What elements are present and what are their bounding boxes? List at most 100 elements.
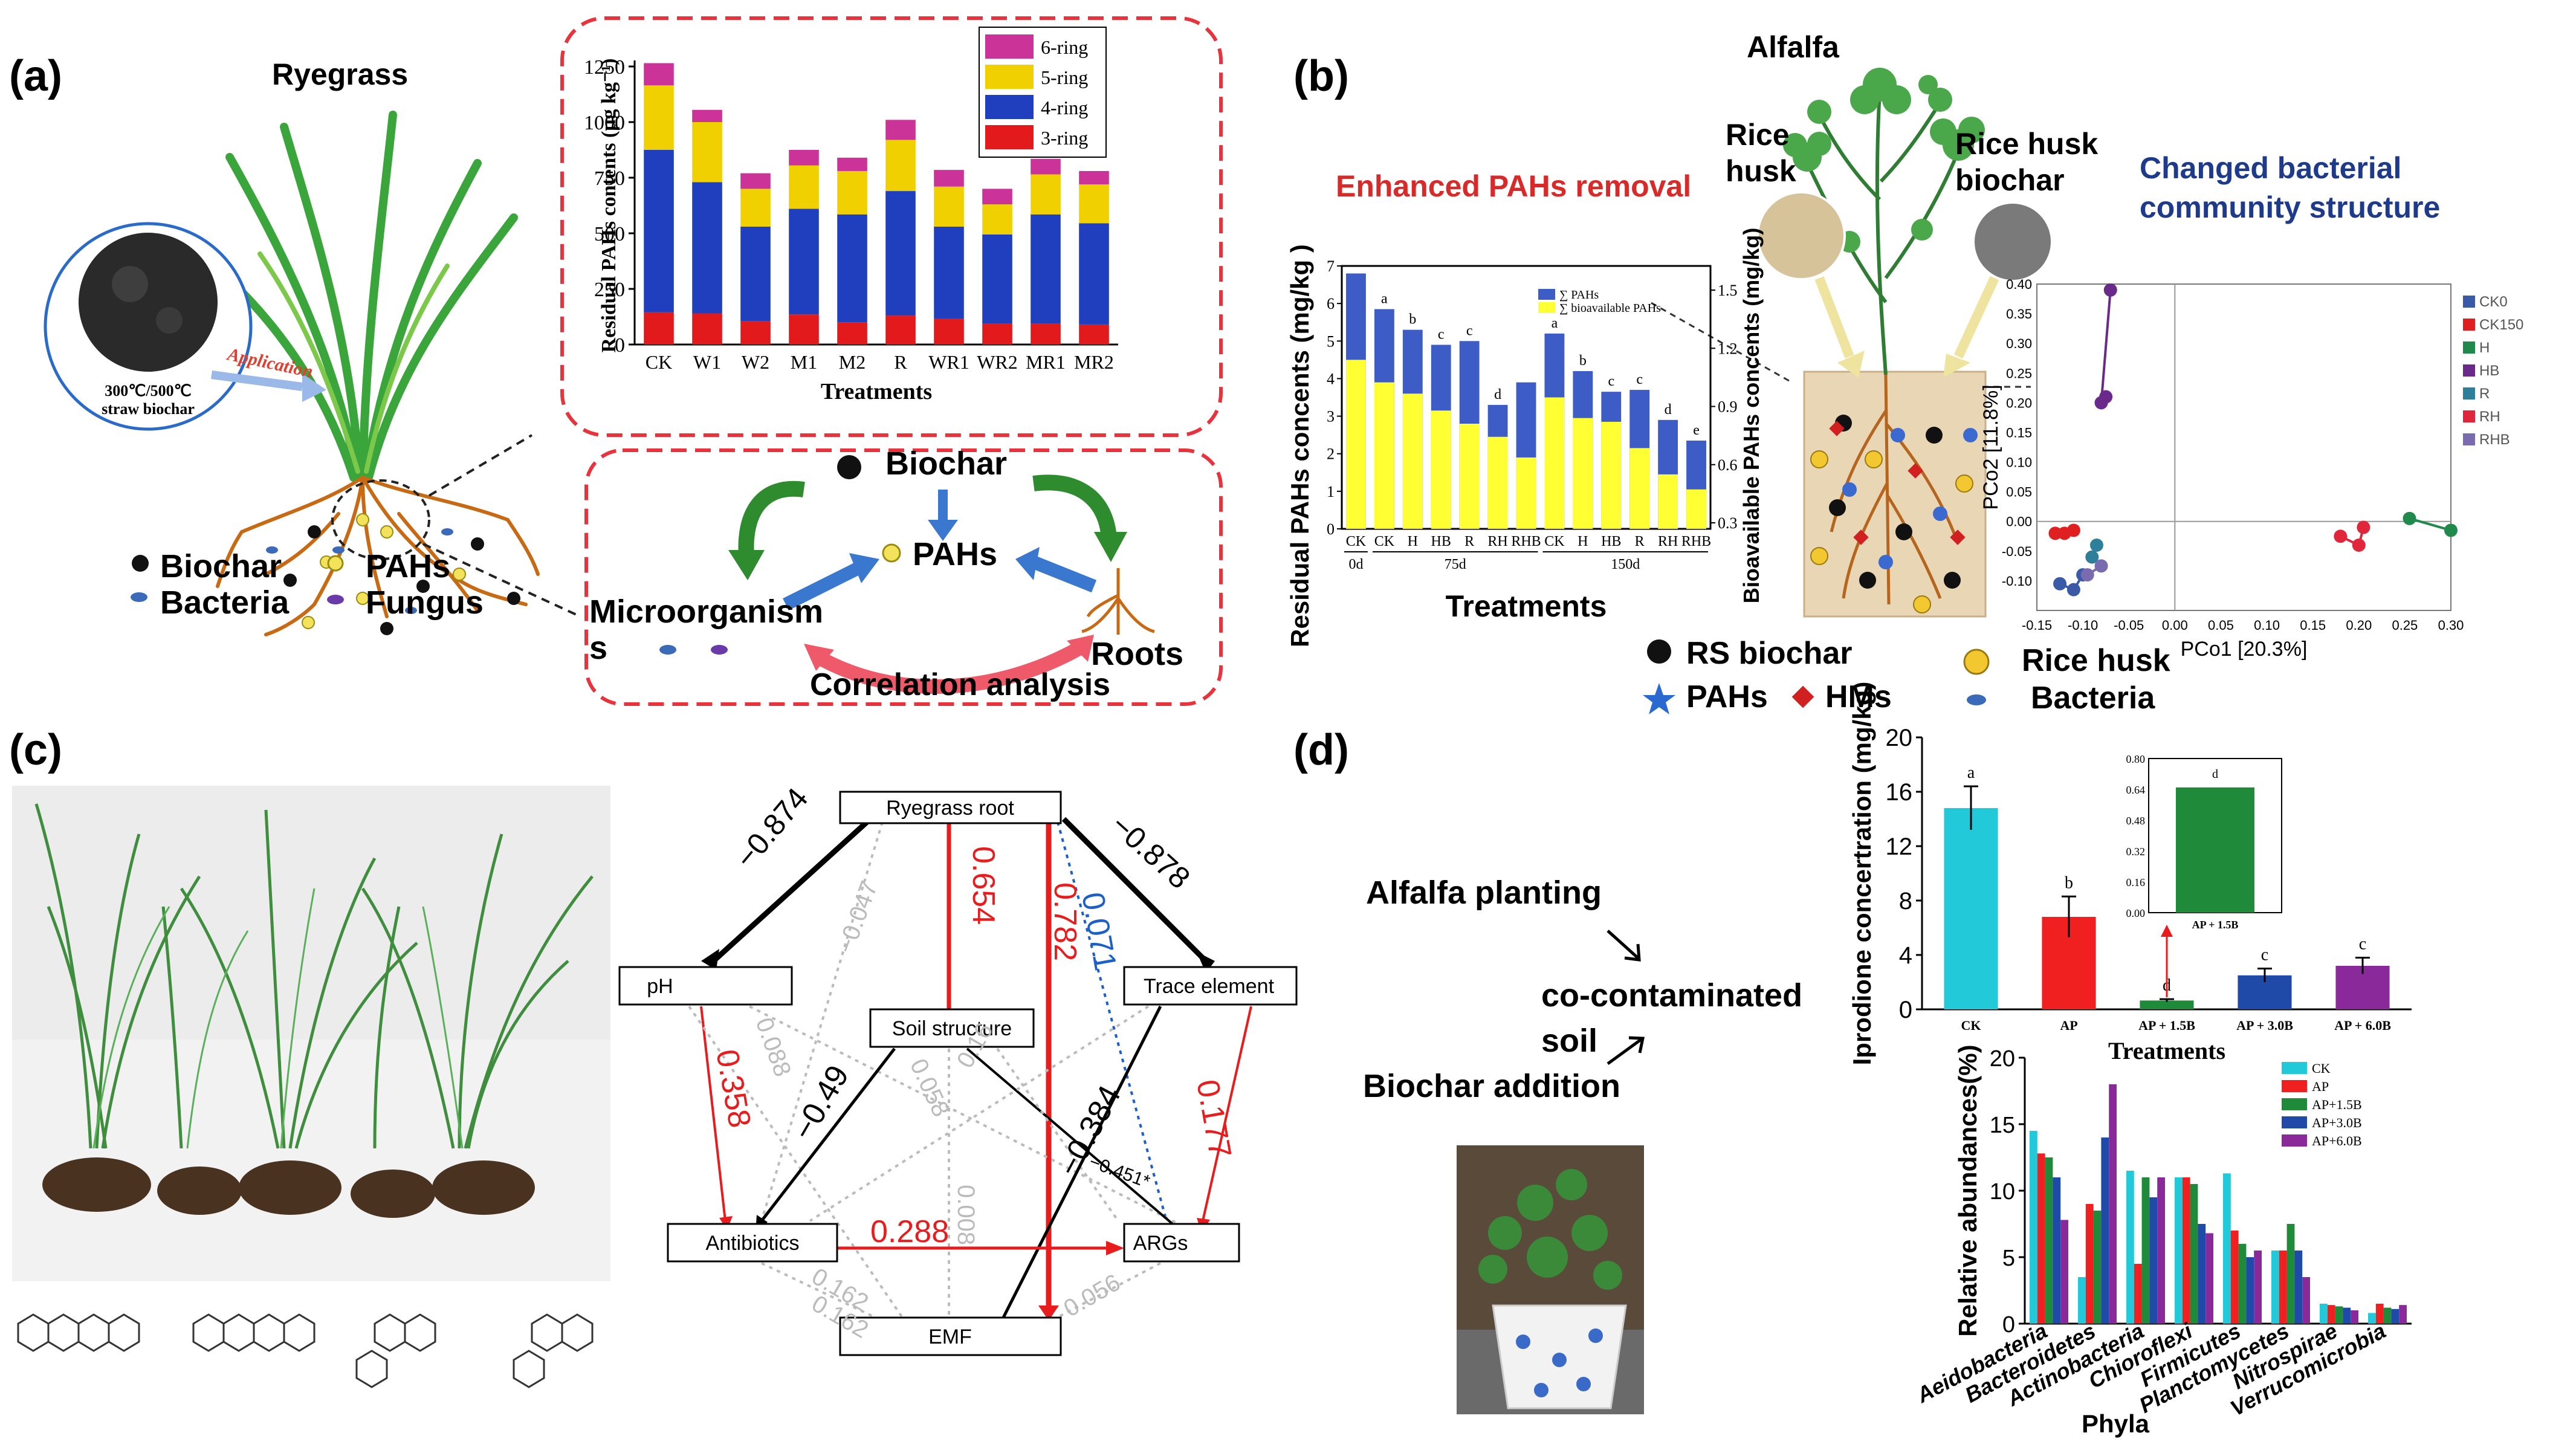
chart-a-bar-6-ring [885, 120, 916, 140]
mech-biochar-label: Biochar [885, 445, 1007, 482]
chart-a-bar-4-ring [1031, 214, 1061, 324]
chart-b-x-tick-label: R [1635, 534, 1645, 549]
chart-a-bar-6-ring [982, 189, 1012, 205]
chart-a-bar-6-ring [789, 150, 819, 166]
chart-d-inset-tick-label: 0.64 [2126, 784, 2146, 796]
hms-legend-icon [1791, 685, 1814, 708]
panel-label-a: (a) [9, 52, 62, 100]
chart-a-bar-3-ring [692, 313, 722, 345]
chart-a-bar-3-ring [644, 312, 674, 345]
chart-phyla-legend-swatch [2282, 1062, 2307, 1074]
chart-d-inset-arrowhead [2161, 925, 2173, 937]
chart-b-letter: c [1466, 323, 1473, 338]
fungus-legend-icon [327, 595, 344, 604]
chart-b-legend-label: ∑ bioavailable PAHs [1559, 302, 1661, 315]
chart-a-x-tick-label: R [894, 351, 907, 373]
mech-microorganism-label: Microorganism [589, 594, 823, 630]
chart-a-bar-5-ring [789, 165, 819, 209]
chart-a-bar-3-ring [789, 314, 819, 345]
chart-phyla-legend-label: AP+3.0B [2312, 1115, 2362, 1130]
chart-b-y-tick-label: 5 [1327, 332, 1335, 350]
ryegrass-plant-illustration [195, 111, 581, 636]
chart-a-bar-5-ring [644, 85, 674, 150]
chart-phyla-y-tick-label: 10 [1990, 1179, 2015, 1205]
chart-phyla-bar-AP+6.0B [2060, 1220, 2068, 1324]
chart-a-bar-5-ring [934, 186, 964, 227]
rs-biochar-legend-icon [1647, 639, 1671, 664]
legend-bacteria-b-label: Bacteria [2031, 681, 2155, 716]
chart-pcoa-x-tick-label: -0.15 [2022, 618, 2052, 633]
chart-b-letter: d [1494, 387, 1501, 403]
chart-a-bar-3-ring [934, 319, 964, 345]
mech-fungus-icon [711, 645, 728, 655]
coef-root-soil: 0.654 [966, 846, 1001, 925]
alfalfa-title: Alfalfa [1747, 30, 1840, 64]
chart-phyla-bar-AP+6.0B [2399, 1305, 2407, 1324]
chart-b-letter: c [1438, 327, 1445, 343]
chart-phyla-legend-label: AP+6.0B [2312, 1133, 2362, 1148]
chart-b-y-tick-label: 2 [1327, 445, 1335, 463]
chart-a-y-tick-label: 750 [594, 167, 625, 190]
rice-husk-label-2: husk [1726, 154, 1796, 188]
chart-pcoa-x-tick-label: 0.05 [2208, 618, 2234, 633]
chart-b-x-tick-label: RHB [1511, 534, 1541, 549]
chart-a-legend-swatch [985, 125, 1034, 149]
chart-b-x-tick-label: RH [1487, 534, 1507, 549]
chart-pcoa-legend-swatch [2463, 319, 2475, 331]
chart-phyla-bar-AP+3.0B [2246, 1257, 2254, 1324]
chart-b-x-tick-label: CK [1346, 534, 1367, 549]
chart-a-x-tick-label: MR1 [1026, 351, 1066, 373]
chart-pcoa-y-tick-label: 0.00 [2006, 514, 2032, 529]
micro-to-pahs-arrow [783, 562, 861, 610]
chart-b-legend-swatch [1538, 289, 1555, 300]
chart-b-x-tick-label: H [1408, 534, 1418, 549]
chart-phyla-bar-AP+6.0B [2254, 1251, 2262, 1324]
mechanism-diagram: Biochar PAHs Microorganism s Roots Corre… [589, 445, 1183, 702]
chart-b-y-tick-label: 3 [1327, 408, 1335, 425]
legend-rs-biochar-label: RS biochar [1686, 636, 1853, 671]
chart-pcoa-legend-label: HB [2479, 363, 2499, 379]
chart-a-y-tick-label: 500 [594, 223, 625, 245]
chart-phyla-bar-AP+1.5B [2045, 1157, 2053, 1324]
panel-label-b: (b) [1293, 52, 1349, 100]
chart-pcoa-legend-label: R [2479, 386, 2490, 402]
biochar-to-pahs-arrow [928, 520, 958, 541]
chart-pcoa-point-HB [2103, 283, 2117, 297]
chart-pcoa-x-tick-label: 0.25 [2392, 618, 2418, 633]
chart-d-y-tick-label: 20 [1886, 725, 1913, 751]
chart-pcoa-y-tick-label: 0.25 [2006, 366, 2032, 381]
chart-pcoa-y-tick-label: 0.30 [2006, 336, 2032, 351]
chart-phyla-bar-CK [2078, 1277, 2086, 1324]
chart-pcoa-x-label: PCo1 [20.3%] [2181, 638, 2308, 661]
chart-phyla-bar-CK [2030, 1131, 2037, 1324]
coef-soil-antibiotics: −0.49 [786, 1060, 856, 1146]
chart-phyla-bar-AP+3.0B [2101, 1137, 2109, 1324]
mech-biochar-dot-icon [837, 455, 861, 479]
chart-phyla-legend-swatch [2282, 1134, 2307, 1147]
chart-a-bar-4-ring [982, 234, 1012, 324]
chart-b-letter: b [1579, 353, 1587, 369]
chart-phyla-bar-AP+3.0B [2294, 1251, 2303, 1324]
chart-b-right-tick-label: 1.5 [1718, 282, 1738, 299]
chart-a-bar-4-ring [692, 182, 722, 314]
soil-block [1803, 370, 1987, 618]
chart-a-bar-5-ring [837, 170, 867, 215]
chart-phyla-bar-AP+3.0B [2391, 1309, 2400, 1324]
chart-b-group-label: 75d [1445, 557, 1466, 572]
chart-pcoa-point-H [2444, 523, 2458, 537]
coef-ph-args: 0.088 [751, 1014, 797, 1080]
chart-phyla-bar-AP+1.5B [2286, 1224, 2295, 1324]
chart-d-letter: b [2065, 873, 2073, 892]
node-ryegrass-root: Ryegrass root [839, 791, 1062, 824]
chart-pcoa-legend-label: RH [2479, 409, 2500, 425]
node-soil-label: Soil structure [892, 1017, 1012, 1040]
chart-pcoa-point-HB [2099, 390, 2113, 404]
rice-husk-legend-icon [1963, 649, 1990, 675]
chart-d-inset-tick-label: 0.48 [2126, 815, 2146, 827]
node-antibiotics: Antibiotics [667, 1223, 838, 1263]
rice-husk-biochar-circle [1972, 201, 2053, 282]
legend-rice-husk-label: Rice husk [2022, 643, 2170, 678]
chart-b-letter: b [1409, 312, 1416, 328]
